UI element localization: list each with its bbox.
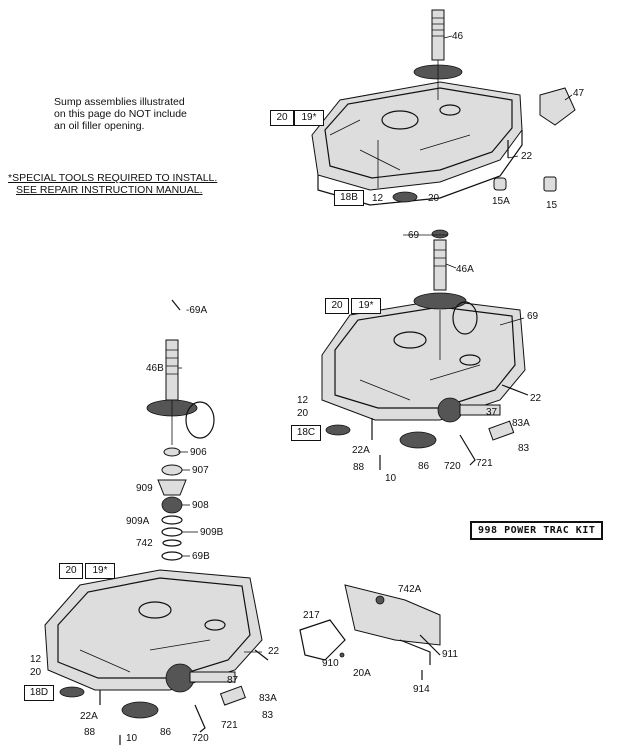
label-22-bottom: 22 [268, 646, 280, 657]
label-22-top: 22 [521, 151, 533, 162]
label-721-middle: 721 [476, 458, 493, 469]
label-10-bottom: 10 [126, 733, 138, 744]
label-914: 914 [413, 684, 430, 695]
label-83-bottom: 83 [262, 710, 274, 721]
label-46: 46 [452, 31, 464, 42]
label-20a: 20A [353, 668, 371, 679]
label-12-top: 12 [372, 193, 384, 204]
label-87: 87 [227, 675, 239, 686]
label-909: 909 [136, 483, 153, 494]
part-15a [493, 177, 507, 191]
output-shaft-middle [399, 397, 515, 466]
label-20-bottom: 20 [30, 667, 42, 678]
label-46a: 46A [456, 264, 474, 275]
label-69-top: 69 [408, 230, 420, 241]
label-907: 907 [192, 465, 209, 476]
clip-69a [171, 299, 181, 311]
bolt-22-bottom [254, 649, 269, 661]
label-69b: 69B [192, 551, 210, 562]
sump-middle [321, 299, 526, 421]
label-88-middle: 88 [353, 462, 365, 473]
label-720-middle: 720 [444, 461, 461, 472]
label-911: 911 [442, 649, 458, 660]
label-86-bottom: 86 [160, 727, 172, 738]
part-47 [539, 87, 576, 126]
box-19-middle: 19* [351, 298, 381, 314]
label-69a: -69A [186, 305, 208, 316]
label-47: 47 [573, 88, 585, 99]
box-18b: 18B [334, 190, 364, 206]
label-12-middle: 12 [297, 395, 309, 406]
box-18c: 18C [291, 425, 321, 441]
shaft-46b [146, 339, 215, 445]
label-22-middle: 22 [530, 393, 542, 404]
label-742a: 742A [398, 584, 422, 595]
bolt-22-middle [501, 384, 529, 396]
sump-note-line2: on this page do NOT include [54, 108, 187, 120]
linkage-assembly [299, 584, 441, 680]
label-20-top: 20 [428, 193, 440, 204]
sump-note-line1: Sump assemblies illustrated [54, 96, 185, 108]
label-83a-middle: 83A [512, 418, 530, 429]
label-22a-bottom: 22A [80, 711, 98, 722]
sump-note: Sump assemblies illustrated on this page… [54, 96, 187, 132]
label-742: 742 [136, 538, 153, 549]
label-86-middle: 86 [418, 461, 430, 472]
box-20-top: 20 [270, 110, 294, 126]
leader-lines [178, 35, 573, 653]
label-83a-bottom: 83A [259, 693, 277, 704]
special-tools-note: *SPECIAL TOOLS REQUIRED TO INSTALL. SEE … [8, 172, 217, 196]
box-19-bottom: 19* [85, 563, 115, 579]
box-20-bottom: 20 [59, 563, 83, 579]
special-tools-line1: *SPECIAL TOOLS REQUIRED TO INSTALL. [8, 172, 218, 184]
label-88-bottom: 88 [84, 727, 96, 738]
label-910: 910 [322, 658, 339, 669]
box-19-top: 19* [294, 110, 324, 126]
box-18d: 18D [24, 685, 54, 701]
label-22a-middle: 22A [352, 445, 370, 456]
shaft-46a [413, 239, 478, 360]
label-909a: 909A [126, 516, 150, 527]
sump-bottom [44, 569, 263, 691]
label-15a: 15A [492, 196, 510, 207]
shaft-46 [413, 9, 463, 100]
washer-69 [431, 229, 449, 239]
label-20-middle: 20 [297, 408, 309, 419]
gear-stack [157, 447, 187, 561]
output-shaft-bottom [121, 663, 246, 733]
label-69-right: 69 [527, 311, 539, 322]
label-217: 217 [303, 610, 320, 621]
label-83-middle: 83 [518, 443, 530, 454]
label-720-bottom: 720 [192, 733, 209, 744]
label-37: 37 [486, 407, 498, 418]
sump-top [311, 81, 523, 206]
label-46b: 46B [146, 363, 164, 374]
label-15: 15 [546, 200, 558, 211]
part-15 [543, 176, 557, 192]
label-908: 908 [192, 500, 209, 511]
label-10-middle: 10 [385, 473, 397, 484]
label-909b: 909B [200, 527, 224, 538]
label-721-bottom: 721 [221, 720, 238, 731]
special-tools-line2: SEE REPAIR INSTRUCTION MANUAL. [16, 184, 203, 196]
kit-label: 998 POWER TRAC KIT [470, 521, 604, 540]
label-12-bottom: 12 [30, 654, 42, 665]
sump-note-line3: an oil filler opening. [54, 120, 145, 132]
label-906: 906 [190, 447, 207, 458]
box-20-middle: 20 [325, 298, 349, 314]
